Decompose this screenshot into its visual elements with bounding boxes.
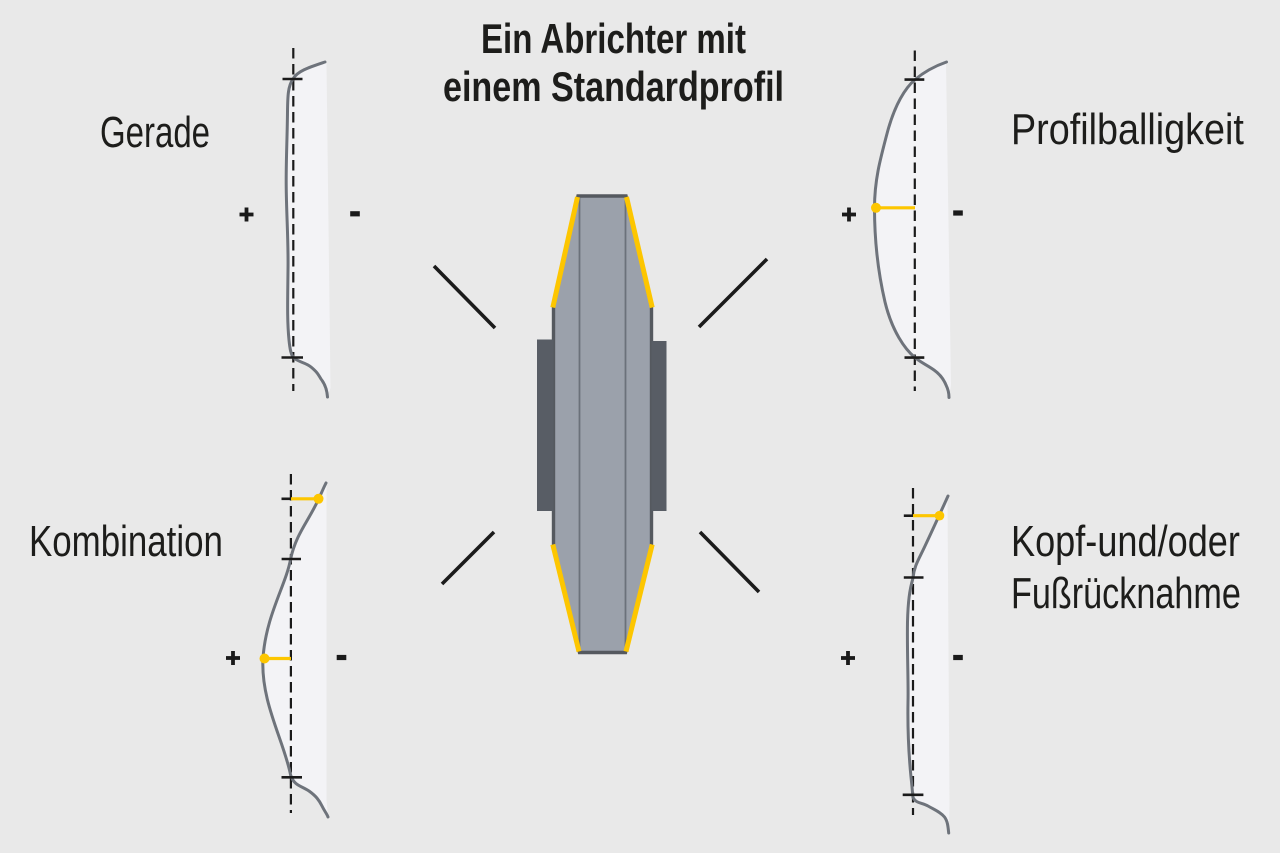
svg-text:Fußrücknahme: Fußrücknahme: [1011, 569, 1241, 618]
svg-text:einem Standardprofil: einem Standardprofil: [443, 64, 784, 111]
svg-text:Profilballigkeit: Profilballigkeit: [1011, 104, 1244, 153]
svg-text:Ein Abrichter mit: Ein Abrichter mit: [481, 16, 746, 63]
svg-text:Kopf-und/oder: Kopf-und/oder: [1011, 517, 1240, 566]
svg-text:Gerade: Gerade: [100, 109, 210, 158]
svg-text:Kombination: Kombination: [29, 517, 223, 566]
